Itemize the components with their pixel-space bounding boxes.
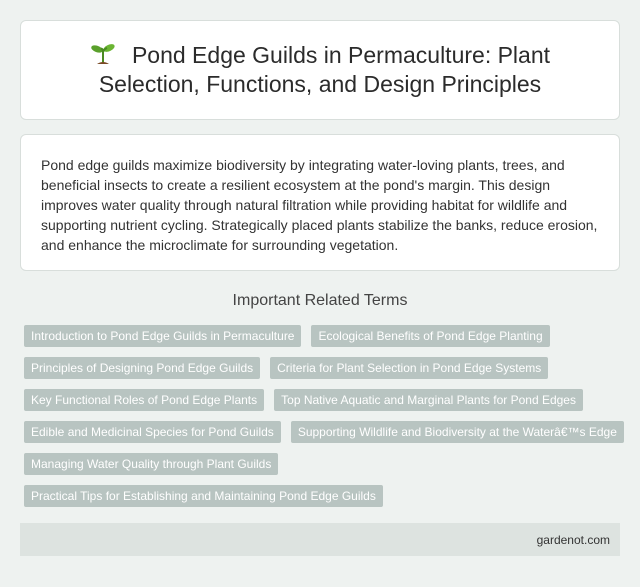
related-term-tag[interactable]: Edible and Medicinal Species for Pond Gu… (24, 421, 281, 443)
related-term-tag[interactable]: Practical Tips for Establishing and Main… (24, 485, 383, 507)
related-term-tag[interactable]: Managing Water Quality through Plant Gui… (24, 453, 279, 475)
related-term-tag[interactable]: Ecological Benefits of Pond Edge Plantin… (311, 325, 550, 347)
related-term-tag[interactable]: Introduction to Pond Edge Guilds in Perm… (24, 325, 302, 347)
seedling-icon (91, 44, 115, 64)
title-card: Pond Edge Guilds in Permaculture: Plant … (20, 20, 620, 120)
intro-paragraph: Pond edge guilds maximize biodiversity b… (41, 157, 598, 253)
related-term-tag[interactable]: Key Functional Roles of Pond Edge Plants (24, 389, 265, 411)
related-terms-heading: Important Related Terms (232, 292, 408, 309)
related-term-tag[interactable]: Criteria for Plant Selection in Pond Edg… (270, 357, 549, 379)
related-term-tag[interactable]: Principles of Designing Pond Edge Guilds (24, 357, 261, 379)
page-title-text: Pond Edge Guilds in Permaculture: Plant … (98, 42, 551, 97)
footer: gardenot.com (20, 523, 620, 556)
footer-site-link[interactable]: gardenot.com (536, 532, 610, 547)
intro-card: Pond edge guilds maximize biodiversity b… (20, 134, 620, 271)
related-terms-list: Introduction to Pond Edge Guilds in Perm… (24, 325, 624, 507)
page-title: Pond Edge Guilds in Permaculture: Plant … (51, 41, 589, 99)
related-term-tag[interactable]: Supporting Wildlife and Biodiversity at … (290, 421, 624, 443)
related-term-tag[interactable]: Top Native Aquatic and Marginal Plants f… (274, 389, 583, 411)
